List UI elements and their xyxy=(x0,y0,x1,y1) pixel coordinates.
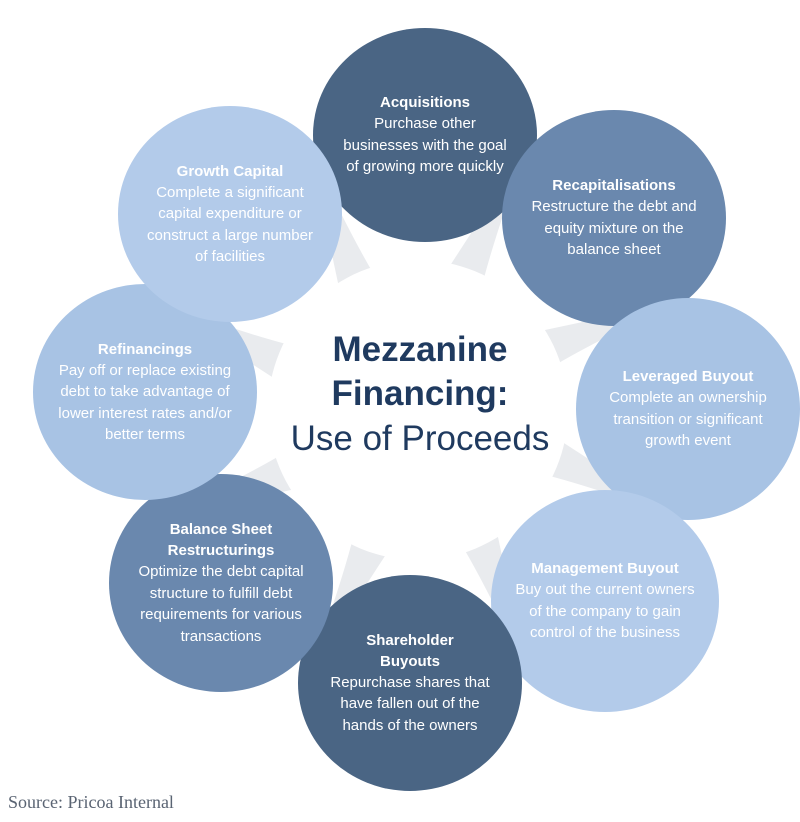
circle-management-buyout: Management Buyout Buy out the current ow… xyxy=(491,490,719,712)
center-title-line-3: Use of Proceeds xyxy=(290,419,550,458)
circle-growth-capital: Growth Capital Complete a significant ca… xyxy=(118,106,342,322)
circle-acquisitions: Acquisitions Purchase other businesses w… xyxy=(313,28,537,242)
circle-shareholder-buyouts: Shareholder Buyouts Repurchase shares th… xyxy=(298,575,522,791)
circle-title: Growth Capital xyxy=(176,162,284,180)
center-title-line-1: Mezzanine xyxy=(332,330,508,369)
circle-description: Purchase other businesses with the goal … xyxy=(343,115,507,176)
circle-title: Shareholder Buyouts xyxy=(366,631,454,670)
circle-description: Pay off or replace existing debt to take… xyxy=(58,361,232,444)
circle-description: Restructure the debt and equity mixture … xyxy=(531,198,697,259)
circle-title: Acquisitions xyxy=(379,94,470,112)
circle-title: Recapitalisations xyxy=(552,177,676,195)
circle-balance-sheet-restructurings: Balance Sheet Restructurings Optimize th… xyxy=(109,474,333,692)
center-disc xyxy=(268,260,568,560)
circle-description: Repurchase shares that have fallen out o… xyxy=(330,673,490,734)
circle-title: Management Buyout xyxy=(531,560,679,578)
circle-title: Balance Sheet Restructurings xyxy=(167,521,275,559)
circle-description: Complete an ownership transition or sign… xyxy=(609,389,767,450)
circle-recapitalisations: Recapitalisations Restructure the debt a… xyxy=(502,110,726,326)
circle-description: Buy out the current owners of the compan… xyxy=(515,581,695,642)
circle-title: Leveraged Buyout xyxy=(622,368,754,386)
center-title: Mezzanine Financing: Use of Proceeds xyxy=(250,328,590,462)
circle-description: Optimize the debt capital structure to f… xyxy=(138,563,304,645)
circle-leveraged-buyout: Leveraged Buyout Complete an ownership t… xyxy=(576,298,800,520)
circle-description: Complete a significant capital expenditu… xyxy=(147,183,313,266)
source-note: Source: Pricoa Internal xyxy=(8,792,174,812)
center-title-line-2: Financing: xyxy=(331,374,509,413)
circle-title: Refinancings xyxy=(97,340,193,358)
